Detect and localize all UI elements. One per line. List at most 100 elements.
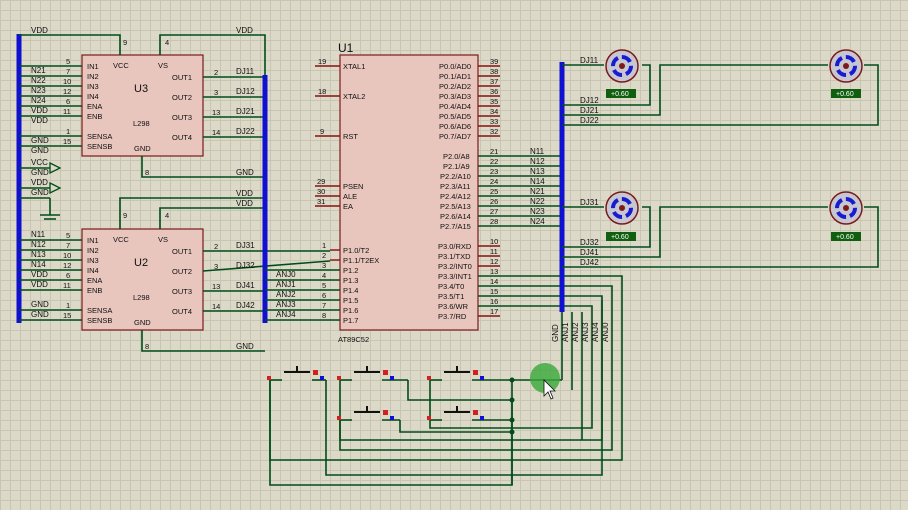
svg-text:N23: N23 <box>31 86 46 95</box>
svg-text:N12: N12 <box>530 157 545 166</box>
svg-text:10: 10 <box>490 237 498 246</box>
svg-text:VCC: VCC <box>31 158 48 167</box>
svg-text:37: 37 <box>490 77 498 86</box>
svg-text:16: 16 <box>490 297 498 306</box>
motor-2[interactable]: DJ21 DJ22 +0.60 <box>562 49 879 126</box>
svg-text:ANJ4: ANJ4 <box>591 322 600 342</box>
svg-text:GND: GND <box>236 342 254 351</box>
svg-text:OUT4: OUT4 <box>172 133 192 142</box>
button-1[interactable] <box>267 300 603 476</box>
svg-text:P3.5/T1: P3.5/T1 <box>438 292 464 301</box>
svg-text:P1.3: P1.3 <box>343 276 358 285</box>
svg-text:P0.4/AD4: P0.4/AD4 <box>439 102 471 111</box>
svg-text:DJ42: DJ42 <box>236 301 255 310</box>
svg-text:1: 1 <box>66 301 70 310</box>
svg-text:SENSB: SENSB <box>87 316 112 325</box>
svg-text:8: 8 <box>145 168 149 177</box>
svg-text:P2.1/A9: P2.1/A9 <box>443 162 470 171</box>
button-3[interactable] <box>427 366 512 381</box>
motor-1[interactable]: DJ11 DJ12 +0.60 <box>562 49 651 106</box>
svg-text:XTAL2: XTAL2 <box>343 92 365 101</box>
svg-text:17: 17 <box>490 307 498 316</box>
svg-text:IN4: IN4 <box>87 266 99 275</box>
svg-text:15: 15 <box>490 287 498 296</box>
svg-text:ANJ4: ANJ4 <box>276 310 296 319</box>
svg-text:24: 24 <box>490 177 498 186</box>
svg-text:38: 38 <box>490 67 498 76</box>
svg-text:ANJ1: ANJ1 <box>561 322 570 342</box>
svg-text:39: 39 <box>490 57 498 66</box>
u1-ref: U1 <box>338 41 354 55</box>
svg-text:DJ21: DJ21 <box>580 106 599 115</box>
svg-text:3: 3 <box>214 262 218 271</box>
svg-text:P0.3/AD3: P0.3/AD3 <box>439 92 471 101</box>
svg-text:P1.5: P1.5 <box>343 296 358 305</box>
svg-text:DJ11: DJ11 <box>236 67 255 76</box>
u3-vcc-label: VCC <box>113 61 129 70</box>
button-2[interactable] <box>337 366 512 401</box>
svg-text:10: 10 <box>63 77 71 86</box>
svg-text:ENA: ENA <box>87 102 102 111</box>
svg-text:8: 8 <box>145 342 149 351</box>
svg-text:P3.2/INT0: P3.2/INT0 <box>438 262 472 271</box>
svg-text:VDD: VDD <box>31 178 48 187</box>
svg-text:15: 15 <box>63 311 71 320</box>
svg-text:VDD: VDD <box>236 26 253 35</box>
svg-text:9: 9 <box>123 211 127 220</box>
svg-text:5: 5 <box>66 57 70 66</box>
svg-text:GND: GND <box>236 168 254 177</box>
svg-text:P2.0/A8: P2.0/A8 <box>443 152 470 161</box>
svg-text:N24: N24 <box>530 217 545 226</box>
svg-text:OUT2: OUT2 <box>172 93 192 102</box>
svg-text:GND: GND <box>551 324 560 342</box>
u2-part: L298 <box>133 293 150 302</box>
u1-body <box>339 54 479 331</box>
svg-text:P3.1/TXD: P3.1/TXD <box>438 252 471 261</box>
right-bus-bottom-labels: GND ANJ1 ANJ2 ANJ3 ANJ4 ANJ0 <box>551 312 610 440</box>
pushbuttons[interactable] <box>267 300 603 486</box>
svg-text:14: 14 <box>490 277 498 286</box>
svg-text:VDD: VDD <box>31 106 48 115</box>
svg-text:10: 10 <box>63 251 71 260</box>
svg-text:P3.3/INT1: P3.3/INT1 <box>438 272 472 281</box>
svg-text:OUT1: OUT1 <box>172 247 192 256</box>
svg-text:35: 35 <box>490 97 498 106</box>
svg-text:ANJ0: ANJ0 <box>601 322 610 342</box>
svg-text:OUT2: OUT2 <box>172 267 192 276</box>
svg-text:GND: GND <box>31 310 49 319</box>
svg-text:VDD: VDD <box>31 116 48 125</box>
svg-text:+0.60: +0.60 <box>611 91 629 98</box>
svg-text:ANJ0: ANJ0 <box>276 270 296 279</box>
svg-text:4: 4 <box>165 38 169 47</box>
motor-4[interactable]: DJ41 DJ42 +0.60 <box>562 191 879 268</box>
u3-gnd-label: GND <box>134 144 151 153</box>
svg-text:13: 13 <box>490 267 498 276</box>
svg-text:P1.7: P1.7 <box>343 316 358 325</box>
button-4[interactable] <box>337 406 512 433</box>
svg-text:DJ21: DJ21 <box>236 107 255 116</box>
svg-text:13: 13 <box>212 108 220 117</box>
svg-text:IN2: IN2 <box>87 246 99 255</box>
svg-text:ANJ3: ANJ3 <box>276 300 296 309</box>
u3-part: L298 <box>133 119 150 128</box>
svg-text:2: 2 <box>214 68 218 77</box>
svg-text:P0.2/AD2: P0.2/AD2 <box>439 82 471 91</box>
svg-text:5: 5 <box>322 281 326 290</box>
button-5[interactable] <box>427 406 512 421</box>
svg-text:IN4: IN4 <box>87 92 99 101</box>
svg-text:P2.6/A14: P2.6/A14 <box>440 212 471 221</box>
svg-text:EA: EA <box>343 202 353 211</box>
svg-text:P3.4/T0: P3.4/T0 <box>438 282 464 291</box>
svg-text:RST: RST <box>343 132 358 141</box>
motor-3[interactable]: DJ31 DJ32 +0.60 <box>562 191 651 248</box>
svg-text:P2.4/A12: P2.4/A12 <box>440 192 471 201</box>
svg-text:VDD: VDD <box>31 270 48 279</box>
svg-text:N11: N11 <box>530 147 545 156</box>
